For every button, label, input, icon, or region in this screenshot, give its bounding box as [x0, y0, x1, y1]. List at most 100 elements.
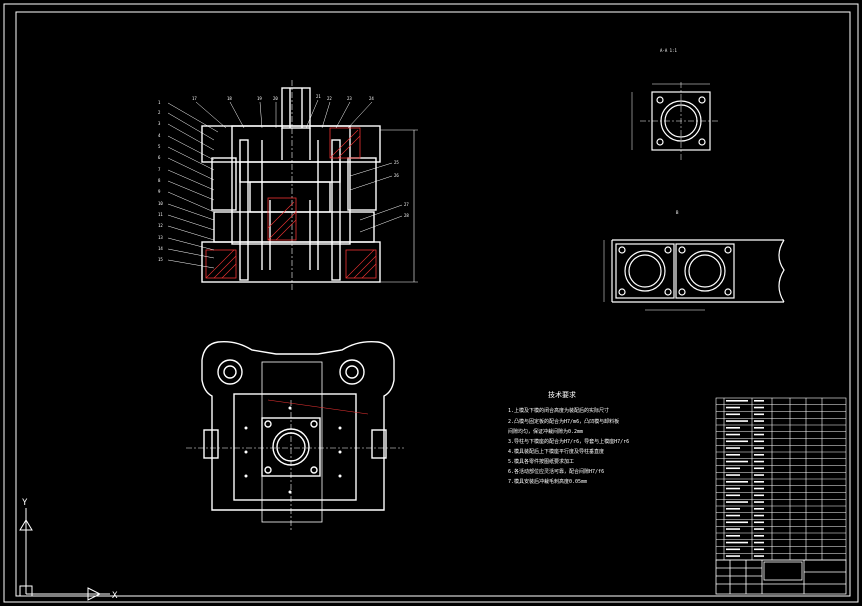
- svg-text:4.模具装配后上下模座平行度及导柱垂直度: 4.模具装配后上下模座平行度及导柱垂直度: [508, 448, 604, 455]
- table-row: [754, 494, 764, 497]
- table-row: [754, 433, 764, 436]
- table-row: [726, 433, 740, 436]
- table-row: [726, 427, 740, 429]
- svg-text:23: 23: [347, 96, 352, 101]
- table-row: [726, 535, 740, 537]
- callout: 5: [158, 144, 161, 149]
- callout: 9: [158, 189, 161, 194]
- table-row: [726, 467, 740, 470]
- table-row: [726, 508, 740, 510]
- table-row: [726, 494, 740, 497]
- part-view-label: A-A 1:1: [660, 48, 677, 53]
- table-row: [754, 400, 764, 402]
- outer-frame: [3, 3, 859, 603]
- svg-text:6.各活动部位应灵活可靠，配合间隙H7/f6: 6.各活动部位应灵活可靠，配合间隙H7/f6: [508, 468, 604, 475]
- table-row: [726, 514, 740, 517]
- table-row: [726, 548, 740, 551]
- leader-lines-left: [167, 102, 219, 269]
- plan-hole-markers: [244, 406, 342, 494]
- svg-text:1.上模及下模的闭合高度为装配后的实际尺寸: 1.上模及下模的闭合高度为装配后的实际尺寸: [508, 407, 609, 414]
- svg-text:间隙均匀，保证冲裁间隙为0.2mm: 间隙均匀，保证冲裁间隙为0.2mm: [508, 428, 583, 435]
- callout: 11: [158, 212, 163, 217]
- callout-numbers-right: 25 26 27 28: [394, 160, 409, 218]
- table-row: [726, 400, 748, 402]
- table-row: [754, 487, 764, 490]
- table-row: [726, 521, 748, 524]
- front-section-view: [201, 80, 418, 292]
- callout-numbers-top: 17 18 19 20 21 22 23 24: [192, 94, 374, 101]
- table-row: [726, 413, 740, 416]
- table-row: [754, 447, 764, 449]
- table-row: [754, 474, 764, 476]
- notes-title: 技术要求: [548, 390, 576, 399]
- callout: 10: [158, 201, 163, 206]
- callout: 3: [158, 121, 161, 126]
- part-view-square: [631, 82, 720, 160]
- svg-text:26: 26: [394, 173, 399, 178]
- svg-text:28: 28: [404, 213, 409, 218]
- callout: 14: [158, 246, 163, 251]
- svg-text:17: 17: [192, 96, 197, 101]
- inner-frame: [15, 11, 851, 597]
- table-row: [754, 528, 764, 530]
- svg-text:25: 25: [394, 160, 399, 165]
- axis-y-label: Y: [22, 498, 28, 508]
- svg-text:7.模具安装后冲裁毛刺高度0.05mm: 7.模具安装后冲裁毛刺高度0.05mm: [508, 478, 587, 485]
- parts-list-table: [715, 397, 847, 561]
- table-row: [754, 521, 764, 524]
- table-row: [754, 420, 764, 422]
- hatch-lines: [205, 129, 377, 279]
- table-row: [754, 514, 764, 517]
- callout: 8: [158, 178, 161, 183]
- table-row: [754, 413, 764, 416]
- table-row: [726, 487, 740, 490]
- callout: 13: [158, 235, 163, 240]
- callout: 1: [158, 100, 161, 105]
- table-row: [726, 420, 748, 422]
- table-row: [754, 541, 764, 544]
- table-row: [726, 501, 748, 503]
- svg-text:2.凸模与固定板的配合为H7/m6，凸凹模与卸料板: 2.凸模与固定板的配合为H7/m6，凸凹模与卸料板: [508, 418, 619, 425]
- ucs-axis-icon: [19, 508, 110, 601]
- callout-numbers-left: 1 2 3 4 5 6 7 8 9 10 11 12 13 14 15: [158, 100, 163, 262]
- table-row: [726, 541, 748, 544]
- title-block: [715, 559, 847, 595]
- table-row: [754, 555, 764, 557]
- axis-x-label: X: [112, 591, 118, 601]
- callout: 2: [158, 110, 161, 115]
- svg-text:3.导柱与下模座的配合为H7/r6，导套与上模座H7/r6: 3.导柱与下模座的配合为H7/r6，导套与上模座H7/r6: [508, 438, 629, 445]
- table-row: [726, 460, 748, 463]
- strip-label: B: [676, 210, 679, 215]
- parts-list-entries: [726, 400, 764, 557]
- strip-layout: [603, 239, 785, 311]
- callout: 4: [158, 133, 161, 138]
- table-row: [754, 427, 764, 429]
- table-row: [726, 454, 740, 456]
- table-row: [726, 528, 740, 530]
- table-row: [754, 548, 764, 551]
- svg-text:27: 27: [404, 202, 409, 207]
- table-row: [754, 481, 764, 483]
- table-row: [754, 440, 764, 443]
- plan-view: [186, 340, 404, 530]
- table-row: [754, 454, 764, 456]
- table-row: [726, 481, 748, 483]
- leader-lines-right: [349, 162, 403, 233]
- table-row: [754, 508, 764, 510]
- svg-text:21: 21: [316, 94, 321, 99]
- svg-text:19: 19: [257, 96, 262, 101]
- table-row: [726, 474, 740, 476]
- table-row: [726, 447, 740, 449]
- svg-text:22: 22: [327, 96, 332, 101]
- svg-text:5.模具各零件按图纸要求加工: 5.模具各零件按图纸要求加工: [508, 458, 574, 465]
- table-row: [754, 406, 764, 409]
- callout: 6: [158, 155, 161, 160]
- technical-notes: 技术要求 1.上模及下模的闭合高度为装配后的实际尺寸 2.凸模与固定板的配合为H…: [508, 390, 629, 485]
- table-row: [754, 535, 764, 537]
- table-row: [754, 460, 764, 463]
- callout: 7: [158, 167, 161, 172]
- table-row: [726, 555, 740, 557]
- svg-text:18: 18: [227, 96, 232, 101]
- table-row: [754, 501, 764, 503]
